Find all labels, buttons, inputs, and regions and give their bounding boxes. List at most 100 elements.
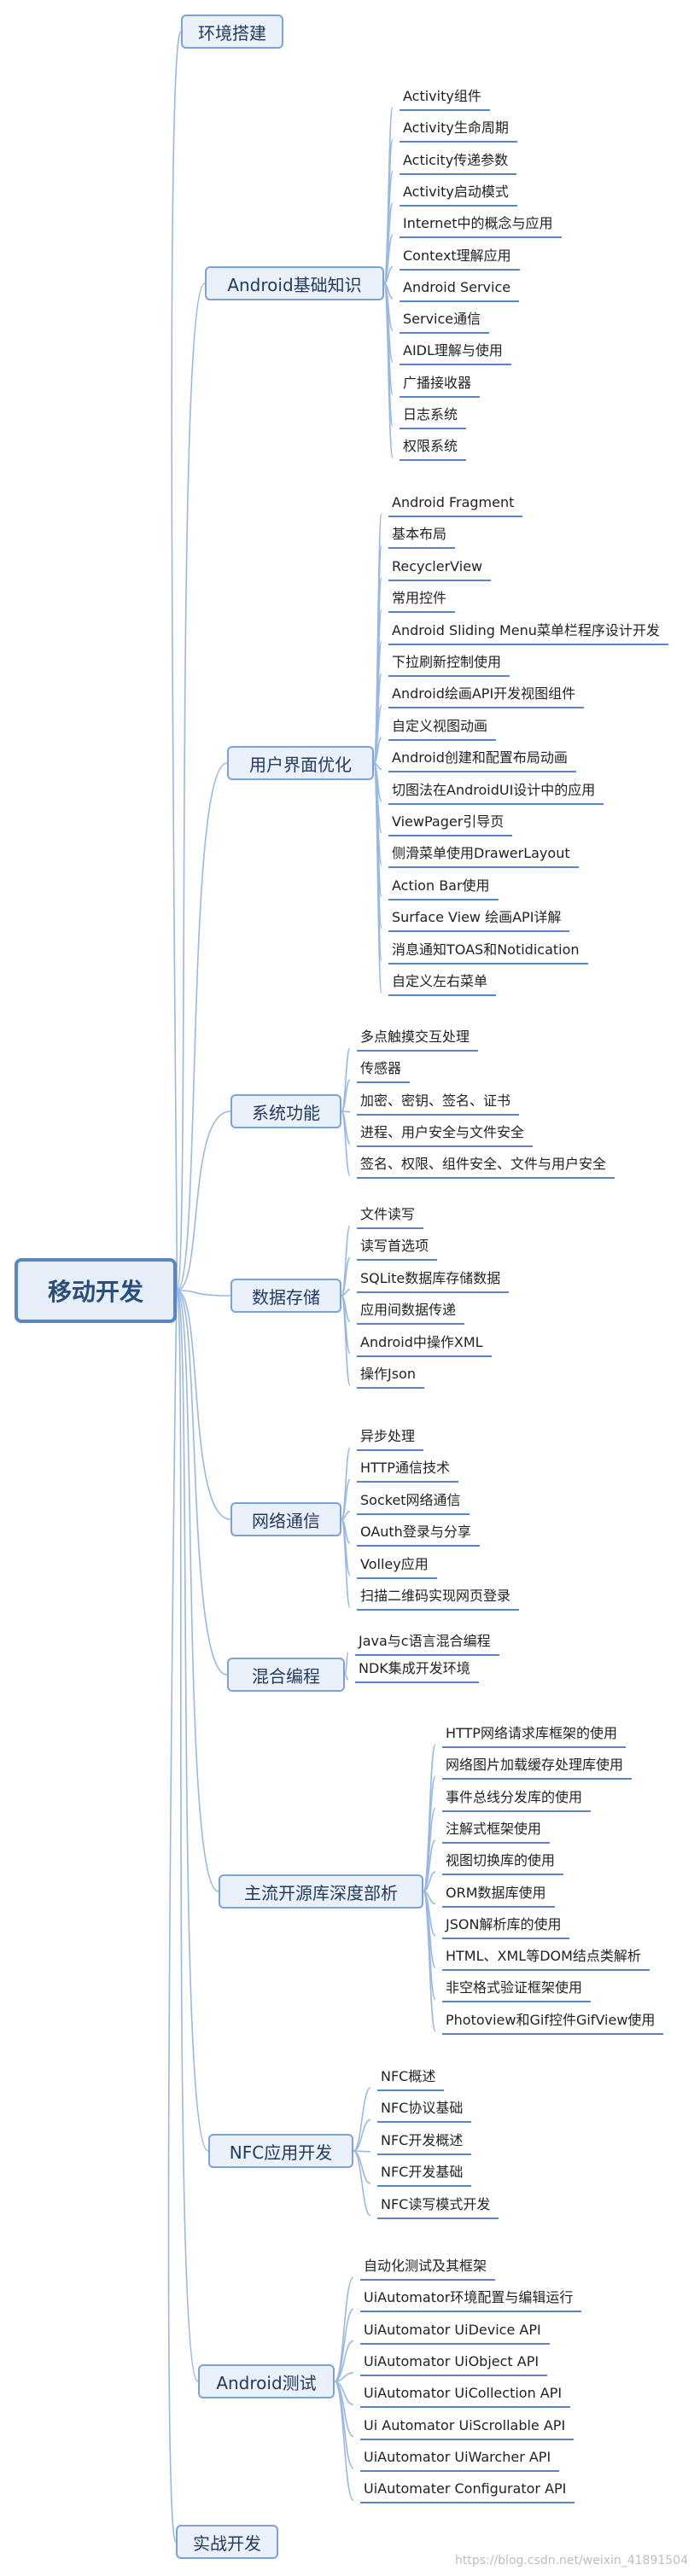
- leaf-topic[interactable]: 注解式框架使用: [442, 1818, 551, 1844]
- leaf-topic[interactable]: 权限系统: [400, 435, 467, 462]
- leaf-topic[interactable]: 扫描二维码实现网页登录: [357, 1585, 520, 1611]
- leaf-topic[interactable]: UiAutomator UiWarcher API: [360, 2446, 560, 2472]
- leaf-topic[interactable]: Java与c语言混合编程: [355, 1630, 499, 1656]
- branch-topic[interactable]: 主流开源库深度部析: [219, 1874, 423, 1909]
- leaf-topic[interactable]: UiAutomator环境配置与编辑运行: [360, 2287, 582, 2313]
- leaf-topic[interactable]: 网络图片加载缓存处理库使用: [442, 1754, 633, 1780]
- branch-topic[interactable]: 混合编程: [227, 1658, 345, 1692]
- leaf-topic[interactable]: Android Sliding Menu菜单栏程序设计开发: [388, 620, 668, 645]
- leaf-topic[interactable]: NFC协议基础: [377, 2097, 472, 2124]
- leaf-topic[interactable]: Activity组件: [400, 85, 490, 111]
- leaf-topic[interactable]: Activity生命周期: [400, 117, 517, 143]
- leaf-topic[interactable]: 事件总线分发库的使用: [442, 1786, 592, 1812]
- leaf-topic[interactable]: OAuth登录与分享: [357, 1521, 480, 1547]
- leaf-topic[interactable]: 应用间数据传递: [357, 1299, 465, 1326]
- leaf-topic[interactable]: Android Service: [400, 277, 520, 302]
- leaf-label: Android创建和配置布局动画: [392, 749, 568, 766]
- leaf-topic[interactable]: 传感器: [357, 1058, 411, 1084]
- leaf-label: 读写首选项: [360, 1238, 429, 1255]
- branch-leaf-link: [341, 1256, 351, 1297]
- leaf-topic[interactable]: 消息通知TOAS和Notidication: [388, 939, 588, 965]
- leaf-topic[interactable]: 基本布局: [388, 523, 456, 550]
- leaf-topic[interactable]: 日志系统: [400, 404, 467, 429]
- branch-topic[interactable]: 用户界面优化: [227, 746, 374, 780]
- leaf-topic[interactable]: SQLite数据库存储数据: [357, 1268, 510, 1293]
- leaf-topic[interactable]: Action Bar使用: [388, 875, 499, 900]
- leaf-topic[interactable]: Ui Automator UiScrollable API: [360, 2415, 575, 2440]
- leaf-topic[interactable]: Android绘画API开发视图组件: [388, 683, 585, 709]
- leaf-topic[interactable]: NDK集成开发环境: [355, 1658, 479, 1683]
- leaf-topic[interactable]: UiAutomater Configurator API: [360, 2478, 575, 2504]
- leaf-topic[interactable]: 异步处理: [357, 1425, 424, 1451]
- leaf-topic[interactable]: 加密、密钥、签名、证书: [357, 1090, 520, 1116]
- root-topic[interactable]: 移动开发: [15, 1258, 177, 1323]
- watermark: https://blog.csdn.net/weixin_41891504: [454, 2554, 688, 2567]
- leaf-topic[interactable]: Android中操作XML: [357, 1332, 492, 1357]
- leaf-underline: [360, 2438, 575, 2440]
- leaf-topic[interactable]: UiAutomator UiObject API: [360, 2351, 548, 2376]
- leaf-topic[interactable]: 自定义左右菜单: [388, 970, 497, 996]
- leaf-topic[interactable]: 自定义视图动画: [388, 715, 497, 741]
- leaf-topic[interactable]: Socket网络通信: [357, 1489, 470, 1515]
- leaf-topic[interactable]: Acticity传递参数: [400, 149, 517, 175]
- leaf-topic[interactable]: 非空格式验证框架使用: [442, 1977, 592, 2003]
- leaf-topic[interactable]: 签名、权限、组件安全、文件与用户安全: [357, 1153, 615, 1180]
- leaf-topic[interactable]: ViewPager引导页: [388, 811, 513, 836]
- leaf-topic[interactable]: NFC开发基础: [377, 2161, 472, 2188]
- leaf-underline: [357, 1227, 424, 1229]
- leaf-underline: [388, 579, 492, 581]
- leaf-topic[interactable]: NFC概述: [377, 2066, 445, 2091]
- leaf-topic[interactable]: 切图法在AndroidUI设计中的应用: [388, 779, 604, 805]
- leaf-topic[interactable]: Android创建和配置布局动画: [388, 747, 576, 773]
- branch-leaf-link: [423, 1871, 436, 1892]
- leaf-topic[interactable]: 读写首选项: [357, 1235, 438, 1262]
- leaf-topic[interactable]: 侧滑菜单使用DrawerLayout: [388, 842, 579, 869]
- leaf-topic[interactable]: Photoview和Gif控件GifView使用: [442, 2009, 664, 2035]
- leaf-topic[interactable]: 多点触摸交互处理: [357, 1026, 479, 1052]
- leaf-topic[interactable]: 自动化测试及其框架: [360, 2255, 496, 2281]
- leaf-topic[interactable]: Volley应用: [357, 1553, 437, 1579]
- leaf-topic[interactable]: HTML、XML等DOM结点类解析: [442, 1945, 650, 1972]
- leaf-topic[interactable]: 文件读写: [357, 1203, 424, 1229]
- leaf-topic[interactable]: RecyclerView: [388, 556, 492, 581]
- leaf-underline: [360, 2502, 575, 2504]
- leaf-topic[interactable]: NFC开发概述: [377, 2130, 472, 2155]
- leaf-topic[interactable]: NFC读写模式开发: [377, 2194, 499, 2219]
- leaf-underline: [400, 364, 511, 366]
- root-branch-link: [176, 1290, 209, 2152]
- root-branch-link: [176, 1290, 231, 1520]
- leaf-topic[interactable]: AIDL理解与使用: [400, 340, 511, 366]
- leaf-underline: [400, 459, 467, 462]
- leaf-topic[interactable]: HTTP通信技术: [357, 1457, 458, 1483]
- leaf-topic[interactable]: 视图切换库的使用: [442, 1850, 564, 1876]
- leaf-topic[interactable]: JSON解析库的使用: [442, 1914, 570, 1939]
- branch-topic[interactable]: NFC应用开发: [208, 2134, 353, 2168]
- leaf-topic[interactable]: 下拉刷新控制使用: [388, 651, 510, 677]
- leaf-underline: [360, 2342, 550, 2345]
- leaf-topic[interactable]: 广播接收器: [400, 372, 481, 398]
- leaf-topic[interactable]: 操作Json: [357, 1363, 424, 1389]
- leaf-topic[interactable]: HTTP网络请求库框架的使用: [442, 1722, 626, 1748]
- leaf-topic[interactable]: Android Fragment: [388, 492, 523, 517]
- branch-topic[interactable]: 系统功能: [230, 1094, 341, 1128]
- leaf-topic[interactable]: Activity启动模式: [400, 181, 517, 207]
- leaf-topic[interactable]: UiAutomator UiCollection API: [360, 2382, 571, 2409]
- leaf-topic[interactable]: UiAutomator UiDevice API: [360, 2319, 550, 2345]
- branch-topic[interactable]: Android测试: [198, 2364, 335, 2398]
- leaf-topic[interactable]: Internet中的概念与应用: [400, 213, 562, 239]
- branch-topic[interactable]: 环境搭建: [181, 15, 283, 49]
- branch-topic[interactable]: 数据存储: [230, 1279, 341, 1313]
- leaf-label: 加密、密钥、签名、证书: [360, 1092, 511, 1109]
- leaf-underline: [400, 109, 490, 111]
- branch-topic[interactable]: 网络通信: [230, 1502, 341, 1536]
- branch-topic[interactable]: 实战开发: [176, 2525, 278, 2559]
- branch-topic[interactable]: Android基础知识: [205, 266, 384, 300]
- leaf-topic[interactable]: Service通信: [400, 308, 490, 335]
- leaf-topic[interactable]: 进程、用户安全与文件安全: [357, 1122, 534, 1147]
- leaf-label: Internet中的概念与应用: [403, 215, 553, 232]
- leaf-topic[interactable]: Surface View 绘画API详解: [388, 906, 570, 933]
- leaf-topic[interactable]: Context理解应用: [400, 245, 520, 271]
- leaf-underline: [360, 2406, 571, 2409]
- leaf-topic[interactable]: ORM数据库使用: [442, 1882, 555, 1908]
- leaf-topic[interactable]: 常用控件: [388, 587, 456, 614]
